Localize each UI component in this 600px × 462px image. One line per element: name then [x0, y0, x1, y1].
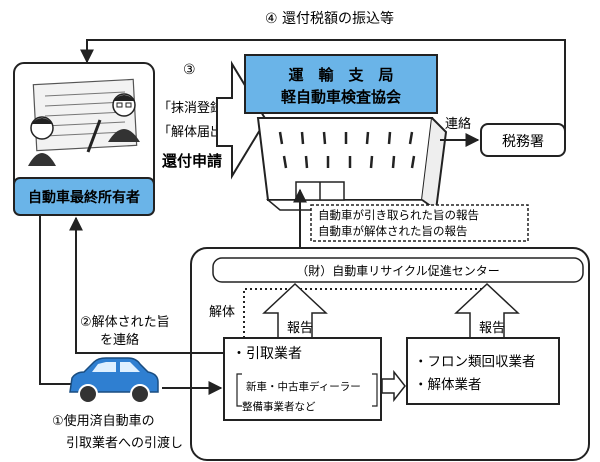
report-arrow-left: [262, 282, 328, 339]
report-dismantled-label: 自動車が解体された旨の報告: [318, 224, 468, 238]
refund-request-label: 還付申請: [162, 152, 222, 170]
owner-label-bar: [13, 177, 155, 216]
step2-arrow: [69, 216, 224, 354]
recycling-center-label: （財）自動車リサイクル促進センター: [296, 263, 499, 278]
step2-line1: ②解体された旨: [80, 315, 170, 330]
report-left-label: 報告: [287, 321, 313, 336]
step1-line2: 引取業者への引渡し: [66, 435, 183, 451]
step2-line2: を連絡: [100, 332, 139, 348]
building-illustration: [256, 117, 448, 212]
step1-line1: ①使用済自動車の: [52, 413, 155, 429]
car-icon: [69, 357, 159, 404]
transport-line2: 軽自動車検査協会: [281, 88, 401, 106]
hand-over-arrow: [381, 369, 406, 403]
tax-office-box: [480, 123, 566, 157]
report-arrow-right: [454, 282, 520, 339]
transport-line1: 運 輸 支 局: [288, 66, 393, 84]
step3-label: ③: [183, 62, 196, 78]
refund-loop-arrow: [80, 39, 566, 133]
report-right-label: 報告: [479, 321, 505, 336]
contact-label: 連絡: [445, 116, 471, 132]
collector-label: ・引取業者: [232, 346, 302, 362]
step1-line: [39, 215, 75, 385]
owner-illustration: [28, 78, 140, 166]
owner-label: 自動車最終所有者: [28, 189, 140, 206]
step4-label: ④ 還付税額の振込等: [265, 10, 394, 27]
freon-collector-label: ・フロン類回収業者: [414, 354, 536, 370]
report-taken-label: 自動車が引き取られた旨の報告: [318, 208, 479, 222]
collector-box: [223, 337, 382, 421]
dismantler-label: ・解体業者: [414, 377, 482, 393]
transport-bureau-box: [244, 54, 438, 114]
recycling-center-box: [212, 257, 584, 283]
maintenance-label: 整備事業者など: [242, 400, 316, 413]
dismantle-label: 解体: [209, 305, 235, 320]
report-box: [310, 204, 529, 242]
dealer-label: 新車・中古車ディーラー: [246, 380, 361, 393]
refund-request-arrow: [216, 60, 268, 180]
tax-office-label: 税務署: [502, 134, 544, 150]
dealer-bracket: [236, 373, 378, 407]
dismantler-box: [406, 337, 560, 405]
